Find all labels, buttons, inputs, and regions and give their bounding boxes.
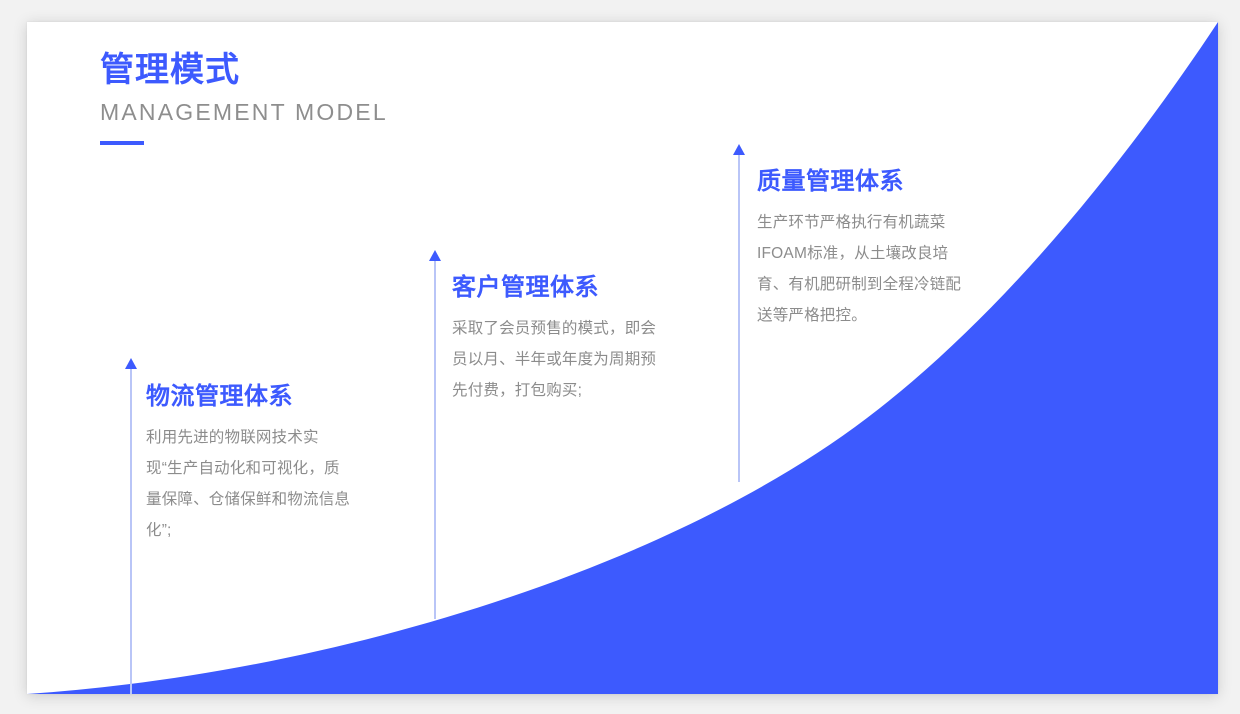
arrow-up-icon bbox=[733, 144, 745, 155]
ascending-growth-curve bbox=[27, 22, 1218, 694]
axis-line bbox=[434, 258, 436, 619]
arrow-up-icon bbox=[125, 358, 137, 369]
axis-line bbox=[130, 366, 132, 694]
curve-path bbox=[27, 22, 1218, 694]
page-title: 管理模式 bbox=[100, 51, 240, 89]
stage-body-logistics: 物流管理体系 利用先进的物联网技术实现“生产自动化和可视化，质量保障、仓储保鲜和… bbox=[146, 381, 354, 546]
curve-svg bbox=[27, 22, 1218, 694]
axis-line bbox=[738, 152, 740, 482]
stage-heading: 物流管理体系 bbox=[146, 383, 293, 410]
stage-body-customer: 客户管理体系 采取了会员预售的模式，即会员以月、半年或年度为周期预先付费，打包购… bbox=[452, 272, 660, 406]
stage-description: 采取了会员预售的模式，即会员以月、半年或年度为周期预先付费，打包购买; bbox=[452, 320, 657, 400]
stage-body-quality: 质量管理体系 生产环节严格执行有机蔬菜IFOAM标准，从土壤改良培育、有机肥研制… bbox=[757, 166, 965, 331]
stage-description: 生产环节严格执行有机蔬菜IFOAM标准，从土壤改良培育、有机肥研制到全程冷链配送… bbox=[757, 214, 962, 325]
title-underline-rule bbox=[100, 140, 144, 145]
page-subtitle: MANAGEMENT MODEL bbox=[100, 98, 388, 125]
arrow-up-icon bbox=[429, 250, 441, 261]
stage-heading: 客户管理体系 bbox=[452, 274, 599, 301]
stage-heading: 质量管理体系 bbox=[757, 168, 904, 195]
slide-card: 管理模式 MANAGEMENT MODEL 物流管理体系 利用先进的物联网技术实… bbox=[27, 22, 1218, 694]
header-block: 管理模式 MANAGEMENT MODEL bbox=[100, 49, 388, 145]
stage-description: 利用先进的物联网技术实现“生产自动化和可视化，质量保障、仓储保鲜和物流信息化”; bbox=[146, 429, 351, 540]
